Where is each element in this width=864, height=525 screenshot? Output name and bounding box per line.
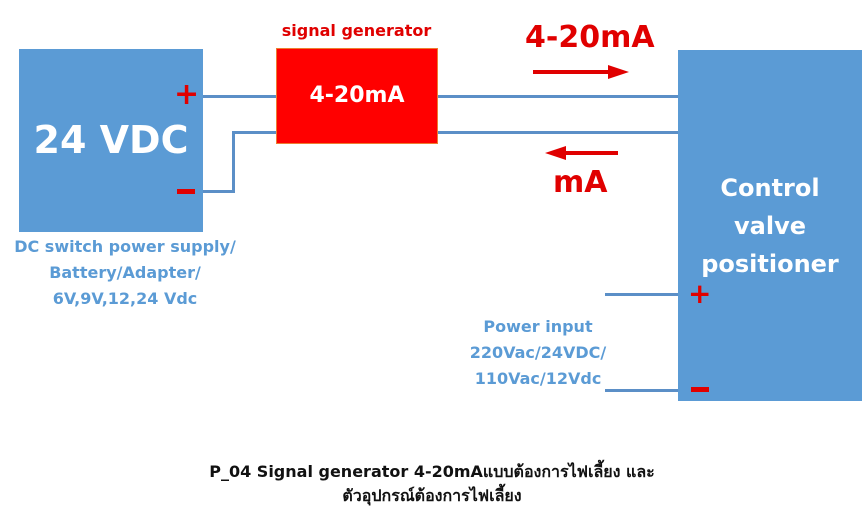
- power-supply-label: 24 VDC: [33, 118, 189, 162]
- power-input-line-1: Power input: [483, 317, 593, 336]
- power-supply-box: 24 VDC: [19, 49, 203, 232]
- wire-minus-to-generator: [232, 131, 276, 134]
- wire-minus-horizontal: [203, 190, 234, 193]
- forward-current-label: 4-20mA: [525, 20, 655, 55]
- positioner-plus-sign: +: [688, 277, 712, 310]
- wire-power-input-plus: [605, 293, 678, 296]
- wire-plus-to-generator: [203, 95, 276, 98]
- wire-signal-out: [438, 95, 678, 98]
- positioner-minus-sign: [691, 387, 709, 392]
- arrow-right-icon: [533, 65, 629, 79]
- power-input-line-3: 110Vac/12Vdc: [474, 369, 602, 388]
- power-input-line-2: 220Vac/24VDC/: [469, 343, 607, 362]
- power-supply-plus-sign: +: [174, 77, 200, 112]
- signal-generator-label: 4-20mA: [309, 83, 405, 108]
- positioner-label-line-1: Control: [720, 174, 820, 202]
- power-input-description: Power input 220Vac/24VDC/ 110Vac/12Vdc: [448, 314, 628, 392]
- positioner-label-line-2: valve: [734, 212, 806, 240]
- wire-signal-return: [438, 131, 678, 134]
- positioner-box: Control valve positioner: [678, 50, 862, 401]
- caption-line-1: P_04 Signal generator 4-20mAแบบต้องการไฟ…: [209, 462, 655, 481]
- signal-generator-box: 4-20mA: [276, 48, 438, 144]
- diagram-caption: P_04 Signal generator 4-20mAแบบต้องการไฟ…: [0, 460, 864, 508]
- arrow-left-icon: [545, 146, 618, 160]
- wire-power-input-minus: [605, 389, 678, 392]
- wire-minus-vertical: [232, 131, 235, 193]
- power-supply-description-line-3: 6V,9V,12,24 Vdc: [52, 289, 198, 308]
- caption-line-2: ตัวอุปกรณ์ต้องการไฟเลี้ยง: [342, 486, 522, 505]
- signal-generator-title: signal generator: [281, 21, 432, 40]
- positioner-label: Control valve positioner: [678, 169, 862, 283]
- power-supply-minus-sign: [177, 189, 195, 194]
- return-current-label: mA: [553, 165, 608, 200]
- positioner-label-line-3: positioner: [701, 250, 839, 278]
- power-supply-description-line-1: DC switch power supply/: [14, 237, 236, 256]
- power-supply-description-line-2: Battery/Adapter/: [49, 263, 201, 282]
- power-supply-description: DC switch power supply/ Battery/Adapter/…: [0, 234, 250, 312]
